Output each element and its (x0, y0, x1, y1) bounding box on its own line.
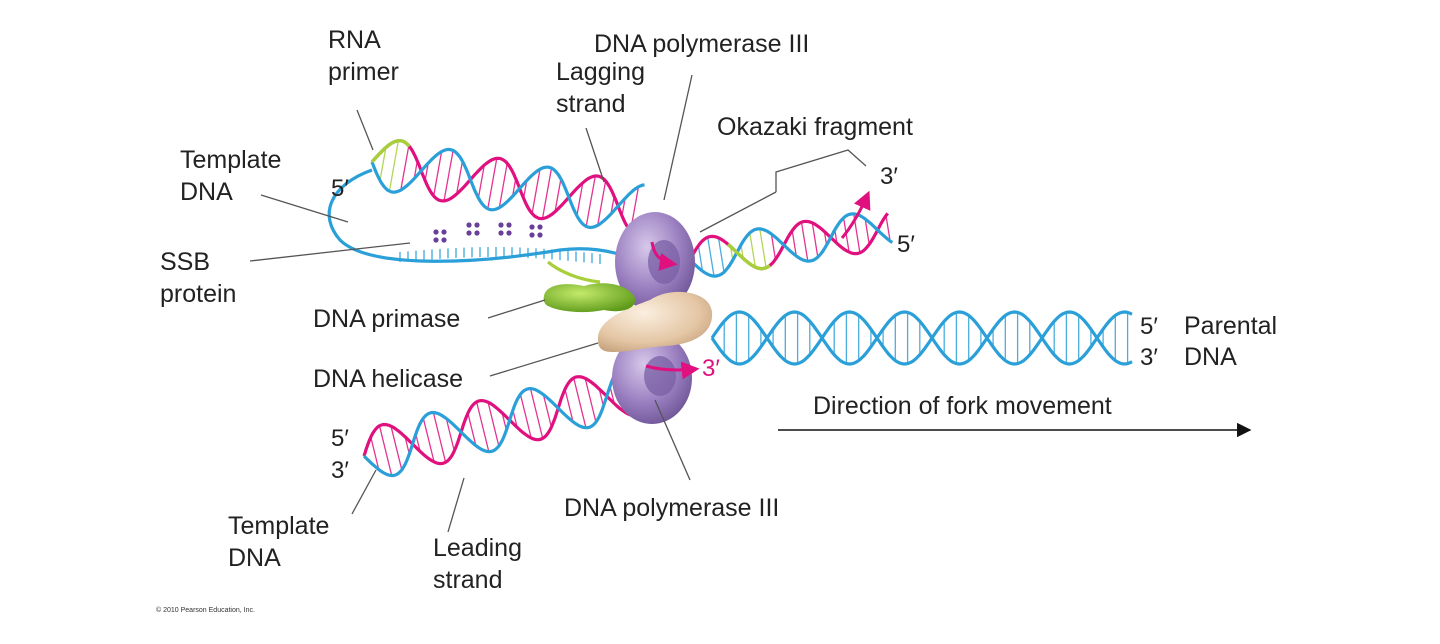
rna-primer-label-1: RNA (328, 26, 381, 54)
bottom-5-prime: 5′ (331, 425, 349, 452)
leading-synthesis-arrow (645, 361, 700, 380)
leader-lines (249, 74, 867, 533)
parental-5-prime: 5′ (1140, 313, 1158, 340)
parental-dna-label-1: Parental (1184, 312, 1277, 340)
ssb-protein-4 (529, 224, 543, 238)
leading-strand-helix (362, 363, 639, 478)
okazaki-3-prime: 3′ (880, 163, 898, 190)
lagging-strand-helix (370, 139, 645, 237)
lagging-right-5-prime: 5′ (897, 231, 915, 258)
polymerase-3-prime: 3′ (702, 355, 720, 382)
ssb-protein-1 (433, 229, 447, 243)
lagging-top-5-prime: 5′ (331, 175, 349, 202)
okazaki-growth-arrow (840, 190, 871, 239)
ssb-protein-3 (498, 222, 512, 236)
leading-strand-label-2: strand (433, 566, 502, 594)
parental-dna-label-2: DNA (1184, 343, 1237, 371)
copyright-notice: © 2010 Pearson Education, Inc. (156, 606, 255, 614)
ssb-protein-2 (466, 222, 480, 236)
dna-helicase-label: DNA helicase (313, 365, 463, 393)
dna-primase (543, 283, 636, 313)
ssb-protein-label-2: protein (160, 280, 236, 308)
dna-polymerase-bottom-label: DNA polymerase III (564, 494, 779, 522)
rna-primer-label-2: primer (328, 58, 399, 86)
dna-polymerase-top-label: DNA polymerase III (594, 30, 809, 58)
fork-direction-label: Direction of fork movement (813, 392, 1112, 420)
leading-strand-label-1: Leading (433, 534, 522, 562)
template-dna-bottom-label-2: DNA (228, 544, 281, 572)
lagging-strand-label-2: strand (556, 90, 625, 118)
ssb-base-ticks (399, 246, 601, 264)
ssb-protein-label-1: SSB (160, 248, 210, 276)
parental-dna-helix (710, 310, 1133, 366)
primase-rna-primer (546, 260, 601, 284)
template-loop (327, 168, 661, 274)
dna-primase-label: DNA primase (313, 305, 460, 333)
lagging-synthesis-arrow (650, 241, 678, 271)
template-dna-top-label-1: Template (180, 146, 281, 174)
parental-3-prime: 3′ (1140, 344, 1158, 371)
okazaki-fragment-label: Okazaki fragment (717, 113, 913, 141)
ssb-proteins (433, 222, 543, 243)
bottom-3-prime: 3′ (331, 457, 349, 484)
dna-helicase (597, 291, 713, 352)
template-dna-top-label-2: DNA (180, 178, 233, 206)
okazaki-fragment-helix (688, 212, 894, 278)
template-dna-bottom-label-1: Template (228, 512, 329, 540)
lagging-strand-label-1: Lagging (556, 58, 645, 86)
